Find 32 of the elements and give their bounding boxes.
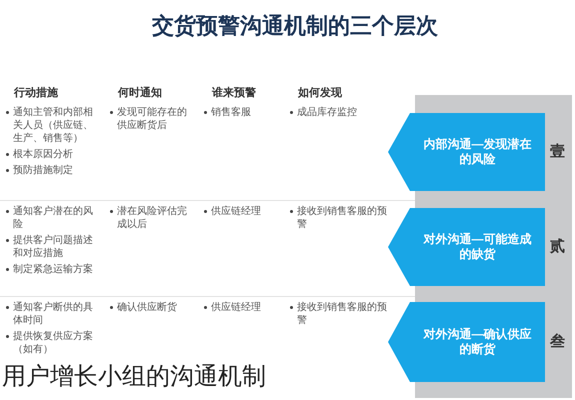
cell-text: 接收到销售客服的预警 [297, 301, 388, 327]
cell-text: 供应链经理 [211, 205, 261, 218]
cell-text: 成品库存监控 [297, 106, 357, 119]
cell-text: 接收到销售客服的预警 [297, 205, 388, 231]
cell-text: 供应链经理 [211, 301, 261, 314]
level-number: 贰 [550, 238, 565, 256]
cell-text: 发现可能存在的供应断货后 [117, 106, 188, 132]
cell-text: 提供客户问题描述和对应措施 [13, 234, 94, 260]
cell-text: 销售客服 [211, 106, 251, 119]
column-header: 如何发现 [298, 86, 342, 100]
cell-text: 通知主管和内部相关人员（供应链、生产、销售等） [13, 106, 94, 145]
cell-text: 根本原因分析 [13, 148, 73, 161]
level-number: 叁 [550, 333, 565, 351]
cell-text: 提供恢复供应方案（如有） [13, 330, 94, 356]
cell-text: 潜在风险评估完成以后 [117, 205, 188, 231]
pentagon-banner [388, 302, 545, 382]
column-header: 行动措施 [14, 86, 58, 100]
cell-text: 通知客户潜在的风险 [13, 205, 94, 231]
cell-text: 制定紧急运输方案 [13, 263, 93, 276]
cell-text: 通知客户断供的具体时间 [13, 301, 94, 327]
banner-text: 对外沟通—确认供应的断货 [422, 327, 532, 357]
cell-text: 确认供应断货 [117, 301, 177, 314]
pentagon-banner [388, 113, 545, 191]
column-header: 何时通知 [118, 86, 162, 100]
column-header: 谁来预警 [212, 86, 256, 100]
level-number: 壹 [550, 143, 565, 161]
banner-text: 对外沟通—可能造成的缺货 [422, 232, 532, 262]
caption: 用户增长小组的沟通机制 [2, 362, 266, 392]
cell-text: 预防措施制定 [13, 164, 73, 177]
pentagon-banner [388, 208, 545, 286]
diagram-title: 交货预警沟通机制的三个层次 [151, 12, 439, 40]
banner-text: 内部沟通—发现潜在的风险 [422, 137, 532, 167]
